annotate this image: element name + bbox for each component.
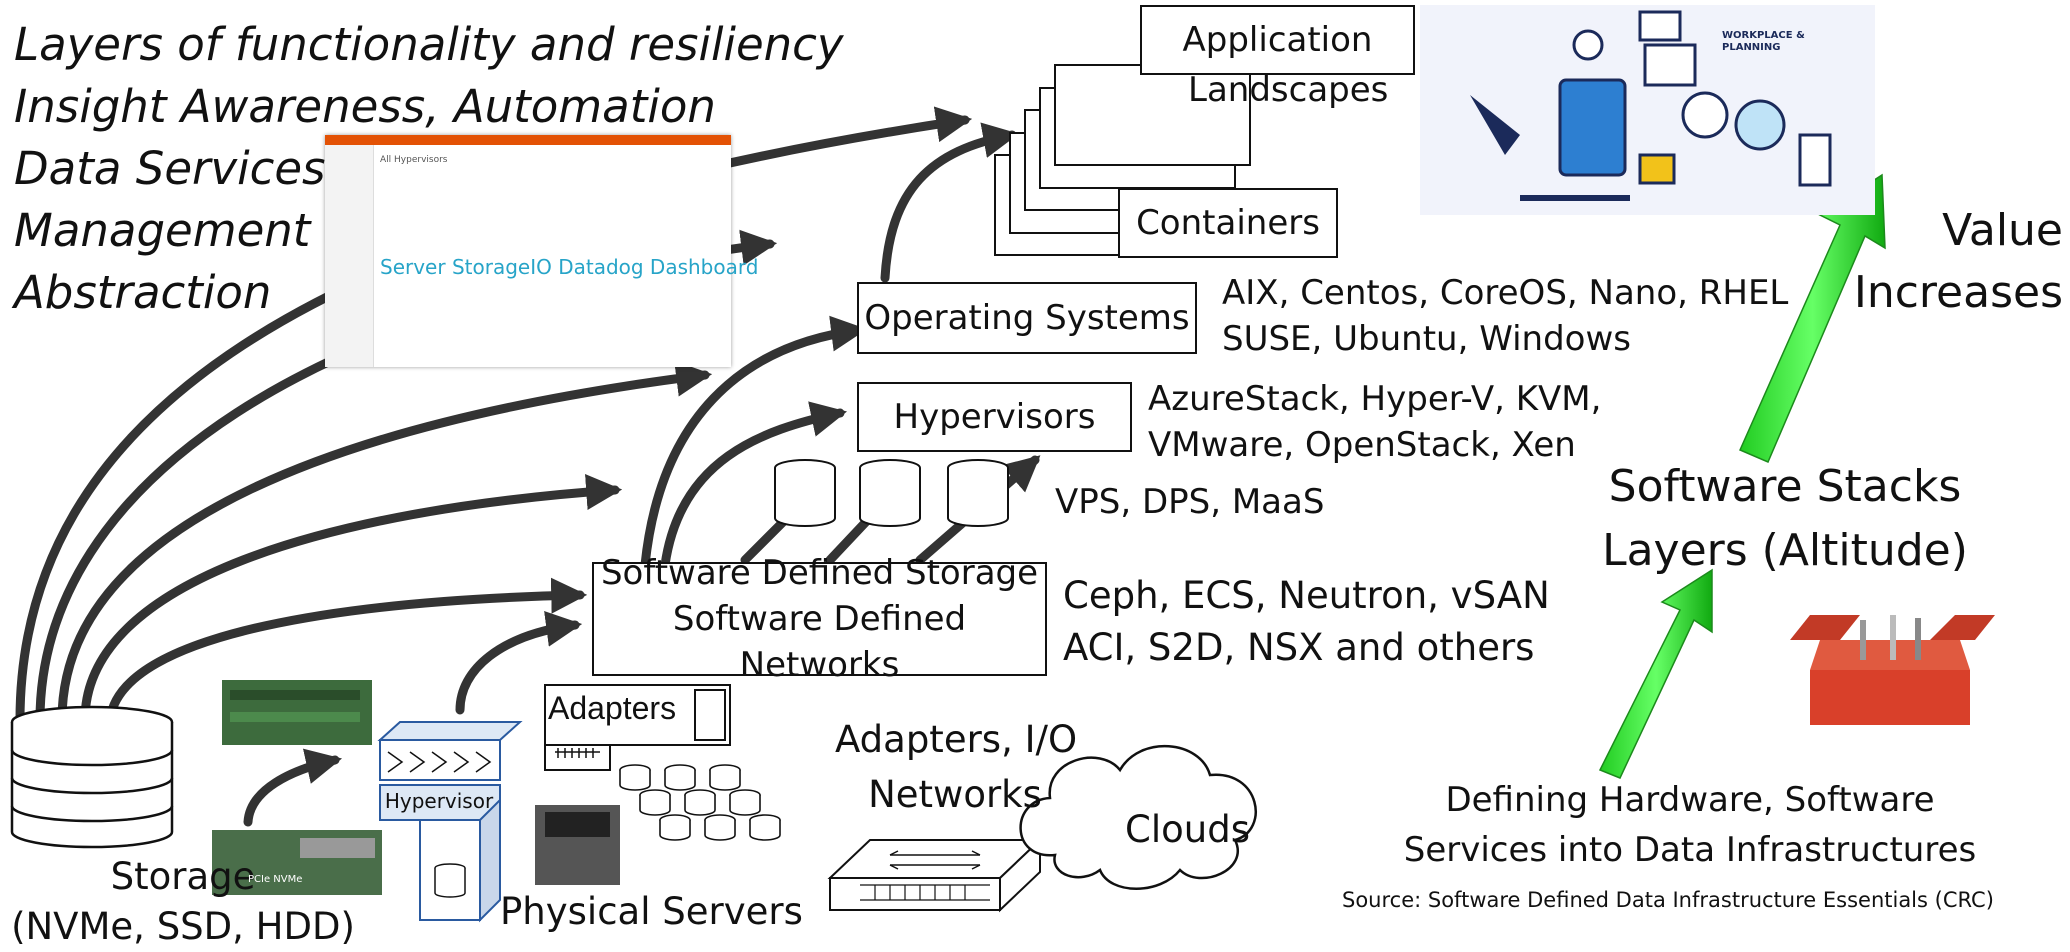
software-stacks-line: Layers (Altitude) xyxy=(1602,525,1968,576)
hypervisors-box: Hypervisors xyxy=(857,382,1132,452)
memory-photo xyxy=(222,680,372,745)
hypervisors-examples: AzureStack, Hyper-V, KVM, VMware, OpenSt… xyxy=(1148,376,1601,468)
application-label: Application xyxy=(1182,20,1373,60)
adapters-io-line: Networks xyxy=(868,773,1042,816)
hypervisors-examples-line: VMware, OpenStack, Xen xyxy=(1148,425,1576,465)
os-examples-line: AIX, Centos, CoreOS, Nano, RHEL xyxy=(1222,273,1789,313)
hypervisors-examples-line: AzureStack, Hyper-V, KVM, xyxy=(1148,379,1602,419)
sds-examples: Ceph, ECS, Neutron, vSAN ACI, S2D, NSX a… xyxy=(1063,570,1550,674)
green-arrow-lower xyxy=(1598,568,1713,779)
sds-examples-line: ACI, S2D, NSX and others xyxy=(1063,626,1535,669)
arrow-storage-mid xyxy=(80,474,623,725)
arrow-storage-os xyxy=(57,360,713,725)
adapters-io-line: Adapters, I/O xyxy=(835,718,1078,761)
workplace-line: PLANNING xyxy=(1722,42,1781,53)
arrow-pcie-hyper xyxy=(243,748,343,827)
arrow-hyper-sds xyxy=(455,610,583,715)
layers-item: Data Services xyxy=(14,142,326,195)
pcie-nvme-photo xyxy=(212,830,382,895)
dashboard-topbar xyxy=(325,135,731,145)
cloud-shape xyxy=(1019,745,1257,890)
application-box: Application xyxy=(1140,5,1415,75)
containers-box: Containers xyxy=(1118,188,1338,258)
arrow-sds-hyper xyxy=(660,401,848,570)
source-citation: Source: Software Defined Data Infrastruc… xyxy=(1342,888,1994,912)
clouds-label: Clouds xyxy=(1125,808,1250,851)
toolbox-icon xyxy=(1790,615,1995,725)
os-examples-line: SUSE, Ubuntu, Windows xyxy=(1222,319,1631,359)
dashboard-title: Server StorageIO Datadog Dashboard xyxy=(380,255,759,279)
operating-systems-label: Operating Systems xyxy=(864,298,1190,338)
layers-item: Abstraction xyxy=(14,266,272,319)
dashboard-sidebar xyxy=(325,145,374,367)
storage-drum-icon xyxy=(10,705,174,849)
sds-examples-line: Ceph, ECS, Neutron, vSAN xyxy=(1063,574,1550,617)
layers-item: Layers of functionality and resiliency xyxy=(14,18,844,71)
database-icons xyxy=(774,459,1009,527)
arrow-os-containers xyxy=(880,122,1020,283)
defining-line: Services into Data Infrastructures xyxy=(1403,830,1977,870)
layers-list: Layers of functionality and resiliency I… xyxy=(14,14,844,324)
value-increases-label: Value Increases xyxy=(1850,200,2063,324)
workplace-caption: WORKPLACE & PLANNING xyxy=(1722,30,1805,54)
dashboard-screenshot: All Hypervisors Server StorageIO Datadog… xyxy=(325,135,758,367)
hypervisors-label: Hypervisors xyxy=(893,397,1096,437)
software-stacks-line: Software Stacks xyxy=(1608,461,1962,512)
layers-item: Insight Awareness, Automation xyxy=(14,80,716,133)
services-label: VPS, DPS, MaaS xyxy=(1055,482,1325,522)
dashboard-subtitle: All Hypervisors xyxy=(380,155,448,165)
hypervisor-server-icon xyxy=(377,721,523,923)
sds-box: Software Defined Storage Software Define… xyxy=(592,553,1047,685)
software-stacks-label: Software Stacks Layers (Altitude) xyxy=(1585,455,1985,583)
workplace-illustration xyxy=(1420,5,1875,215)
storage-label: Storage (NVMe, SSD, HDD) xyxy=(8,852,358,952)
network-switch-icon xyxy=(827,837,1043,913)
adapters-server-icon xyxy=(544,684,731,771)
server-hardware-photo xyxy=(535,805,620,885)
storage-line: (NVMe, SSD, HDD) xyxy=(11,905,355,948)
green-arrow-upper xyxy=(1739,173,1886,463)
value-line: Increases xyxy=(1853,267,2063,318)
adapters-io-label: Adapters, I/O Networks xyxy=(835,712,1078,822)
adapters-tag: Adapters xyxy=(548,690,677,726)
os-examples: AIX, Centos, CoreOS, Nano, RHEL SUSE, Ub… xyxy=(1222,270,1788,362)
arrow-sds-os xyxy=(640,315,868,570)
defining-line: Defining Hardware, Software xyxy=(1445,780,1935,820)
landscapes-label: Landscapes xyxy=(1188,70,1389,110)
containers-label: Containers xyxy=(1136,203,1320,243)
pcie-tag: PCIe NVMe xyxy=(248,874,303,885)
defining-label: Defining Hardware, Software Services int… xyxy=(1380,775,2000,875)
storage-line: Storage xyxy=(110,855,256,898)
disk-array-icon xyxy=(619,764,781,841)
layers-item: Management xyxy=(14,204,311,257)
hypervisor-tag: Hypervisor xyxy=(384,789,494,813)
sds-storage-label: Software Defined Storage xyxy=(600,553,1039,593)
value-line: Value xyxy=(1942,205,2063,256)
workplace-line: WORKPLACE & xyxy=(1722,30,1805,41)
operating-systems-box: Operating Systems xyxy=(857,282,1197,354)
sds-networks-label: Software Defined Networks xyxy=(672,599,967,685)
physical-servers-label: Physical Servers xyxy=(500,890,803,933)
arrow-storage-sds xyxy=(105,577,588,725)
